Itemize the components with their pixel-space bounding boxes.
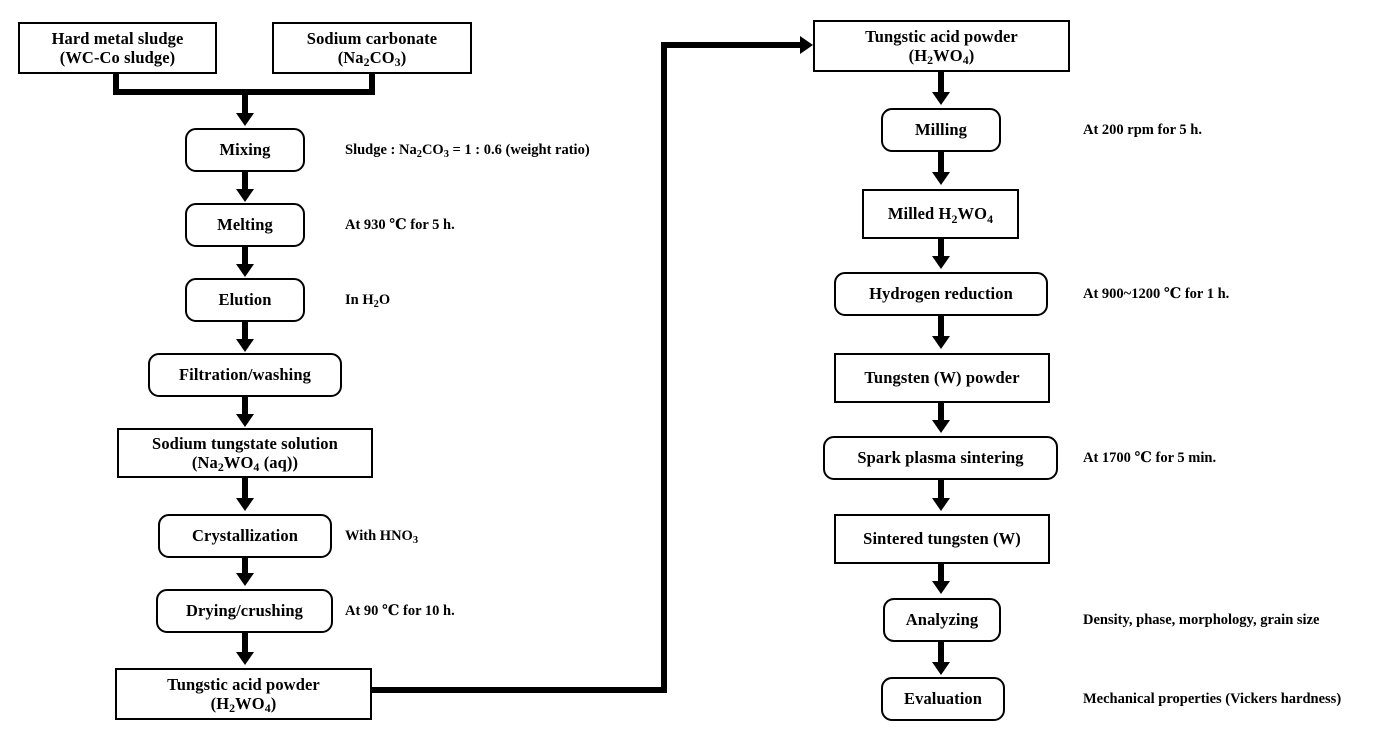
connector-milling-milled [938, 152, 944, 175]
arrow-bridge-icon [800, 36, 813, 54]
node-milling: Milling [881, 108, 1001, 152]
arrow-milling-milled-icon [932, 172, 950, 185]
annotation-analyzing-note: Density, phase, morphology, grain size [1083, 612, 1320, 628]
connector-tungsten-sps [938, 403, 944, 423]
connector-filtration-tungstate [242, 397, 248, 417]
connector-crystallization-drying [242, 558, 248, 576]
node-drying-crushing: Drying/crushing [156, 589, 333, 633]
node-evaluation: Evaluation [881, 677, 1005, 721]
connector-bridge-riser [661, 42, 667, 693]
connector-sludge-down [113, 74, 119, 95]
node-label: Drying/crushing [185, 601, 304, 621]
node-milled-h2wo4: Milled H2WO4 [862, 189, 1019, 239]
connector-merge-to-mixing [242, 89, 248, 115]
node-analyzing: Analyzing [883, 598, 1001, 642]
connector-elution-filtration [242, 322, 248, 342]
node-label: Mixing [219, 140, 271, 160]
node-melting: Melting [185, 203, 305, 247]
node-label: Spark plasma sintering [857, 448, 1024, 468]
arrow-melting-elution-icon [236, 264, 254, 277]
annotation-hydrogen-reduction-note: At 900~1200 ℃ for 1 h. [1083, 286, 1230, 302]
connector-hydrogen-tungsten [938, 316, 944, 338]
node-tungstic-acid-powder-left: Tungstic acid powder(H2WO4) [115, 668, 372, 720]
node-hard-metal-sludge: Hard metal sludge(WC-Co sludge) [18, 22, 217, 74]
node-tungstic-acid-powder-right: Tungstic acid powder(H2WO4) [813, 20, 1070, 72]
connector-melting-elution [242, 247, 248, 267]
connector-drying-tungstic [242, 633, 248, 654]
node-hydrogen-reduction: Hydrogen reduction [834, 272, 1048, 316]
node-spark-plasma-sintering: Spark plasma sintering [823, 436, 1058, 480]
annotation-evaluation-note: Mechanical properties (Vickers hardness) [1083, 691, 1342, 707]
node-crystallization: Crystallization [158, 514, 332, 558]
node-label: Elution [218, 290, 272, 310]
arrow-tungstic-milling-icon [932, 92, 950, 105]
arrow-sintered-analyzing-icon [932, 581, 950, 594]
annotation-crystallization-note: With HNO3 [345, 528, 419, 546]
node-elution: Elution [185, 278, 305, 322]
node-label: Sintered tungsten (W) [863, 529, 1021, 549]
connector-bridge-bottom [372, 687, 667, 693]
arrow-mixing-melting-icon [236, 189, 254, 202]
annotation-drying-note: At 90 ℃ for 10 h. [345, 603, 455, 619]
arrow-analyzing-evaluation-icon [932, 662, 950, 675]
node-label: Milling [914, 120, 968, 140]
annotation-melting-note: At 930 ℃ for 5 h. [345, 217, 455, 233]
arrow-merge-to-mixing-icon [236, 113, 254, 126]
node-sodium-carbonate: Sodium carbonate(Na2CO3) [272, 22, 472, 74]
node-label: Evaluation [903, 689, 983, 709]
connector-bridge-top [661, 42, 803, 48]
node-tungsten-powder: Tungsten (W) powder [834, 353, 1050, 403]
node-label: Tungstic acid powder(H2WO4) [167, 674, 320, 716]
node-label: Sodium tungstate solution(Na2WO4 (aq)) [152, 433, 338, 475]
arrow-drying-tungstic-icon [236, 652, 254, 665]
node-label: Crystallization [192, 526, 298, 546]
annotation-spark-plasma-note: At 1700 ℃ for 5 min. [1083, 450, 1217, 466]
connector-carbonate-down [369, 74, 375, 95]
node-label: Hard metal sludge(WC-Co sludge) [51, 28, 184, 67]
arrow-sps-sintered-icon [932, 498, 950, 511]
node-label: Tungsten (W) powder [864, 368, 1020, 388]
node-mixing: Mixing [185, 128, 305, 172]
arrow-elution-filtration-icon [236, 339, 254, 352]
node-sintered-tungsten: Sintered tungsten (W) [834, 514, 1050, 564]
connector-sps-sintered [938, 480, 944, 501]
arrow-tungsten-sps-icon [932, 420, 950, 433]
node-label: Melting [217, 215, 273, 235]
connector-milled-hydrogen [938, 239, 944, 259]
node-label: Hydrogen reduction [869, 284, 1013, 304]
arrow-hydrogen-tungsten-icon [932, 336, 950, 349]
node-sodium-tungstate-solution: Sodium tungstate solution(Na2WO4 (aq)) [117, 428, 373, 478]
connector-tungstic-milling [938, 72, 944, 94]
connector-analyzing-evaluation [938, 642, 944, 664]
node-label: Sodium carbonate(Na2CO3) [306, 28, 438, 70]
annotation-elution-note: In H2O [345, 292, 391, 310]
node-filtration-washing: Filtration/washing [148, 353, 342, 397]
node-label: Analyzing [905, 610, 979, 630]
annotation-mixing-note: Sludge : Na2CO3 = 1 : 0.6 (weight ratio) [345, 142, 590, 160]
arrow-crystallization-drying-icon [236, 573, 254, 586]
node-label: Tungstic acid powder(H2WO4) [865, 26, 1018, 68]
annotation-milling-note: At 200 rpm for 5 h. [1083, 122, 1202, 138]
arrow-filtration-tungstate-icon [236, 414, 254, 427]
arrow-tungstate-crystallization-icon [236, 498, 254, 511]
connector-mixing-melting [242, 172, 248, 192]
connector-sintered-analyzing [938, 564, 944, 584]
arrow-milled-hydrogen-icon [932, 256, 950, 269]
connector-tungstate-crystallization [242, 478, 248, 501]
node-label: Filtration/washing [179, 365, 311, 385]
node-label: Milled H2WO4 [887, 204, 994, 226]
